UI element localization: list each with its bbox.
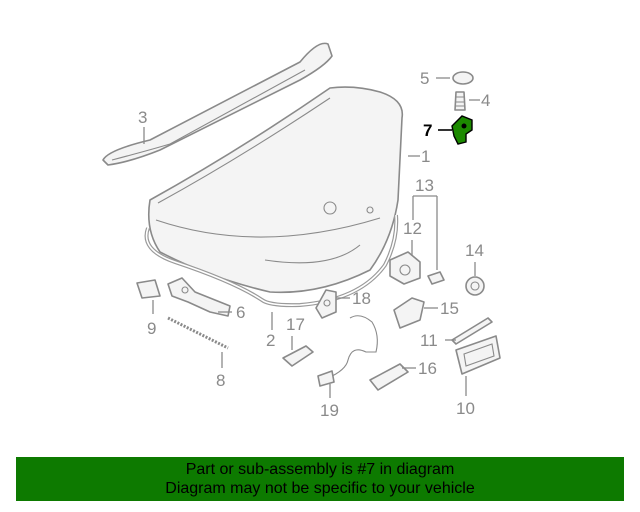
trunk-lid-part (147, 86, 404, 294)
license-bracket-part (455, 335, 501, 375)
callout-15: 15 (440, 299, 459, 318)
highlighted-bracket-part (451, 115, 473, 145)
harness-part (317, 315, 378, 387)
callout-5: 5 (420, 69, 429, 88)
callout-16: 16 (418, 359, 437, 378)
handle-part (369, 363, 409, 391)
grommet-part (465, 276, 485, 296)
hinge-part (167, 277, 231, 317)
callout-3: 3 (138, 108, 147, 127)
lock-actuator-part (389, 251, 421, 285)
callout-12: 12 (403, 219, 422, 238)
callout-14: 14 (465, 241, 484, 260)
callout-4: 4 (481, 91, 490, 110)
callout-11: 11 (420, 331, 438, 350)
callout-8: 8 (216, 371, 225, 390)
callout-9: 9 (147, 319, 156, 338)
callout-7: 7 (423, 121, 432, 140)
callout-2: 2 (266, 331, 275, 350)
hinge-bracket-part (136, 279, 161, 299)
leader-lines (143, 77, 480, 398)
lamp-part (282, 345, 314, 367)
bumper-stop-part (454, 91, 466, 111)
callout-1: 1 (421, 147, 430, 166)
torsion-spring-part (167, 316, 229, 350)
callout-10: 10 (456, 399, 475, 418)
info-banner: Part or sub-assembly is #7 in diagram Di… (16, 457, 624, 501)
callout-6: 6 (236, 303, 245, 322)
weatherstrip-part (144, 214, 399, 308)
trim-strip-part (451, 317, 493, 345)
latch-cover-part (315, 289, 337, 319)
callout-19: 19 (320, 401, 339, 420)
latch-part (393, 297, 425, 329)
callout-17: 17 (286, 315, 305, 334)
banner-line-disclaimer: Diagram may not be specific to your vehi… (165, 480, 475, 497)
cap-part (452, 71, 474, 85)
parts-diagram: 3 1 5 4 7 13 12 14 18 15 6 9 17 2 11 16 … (102, 42, 501, 420)
banner-line-highlight: Part or sub-assembly is #7 in diagram (185, 461, 455, 478)
callout-18: 18 (352, 289, 371, 308)
spoiler-part (102, 42, 333, 166)
callout-13: 13 (415, 176, 434, 195)
lock-cylinder-part (427, 271, 445, 285)
